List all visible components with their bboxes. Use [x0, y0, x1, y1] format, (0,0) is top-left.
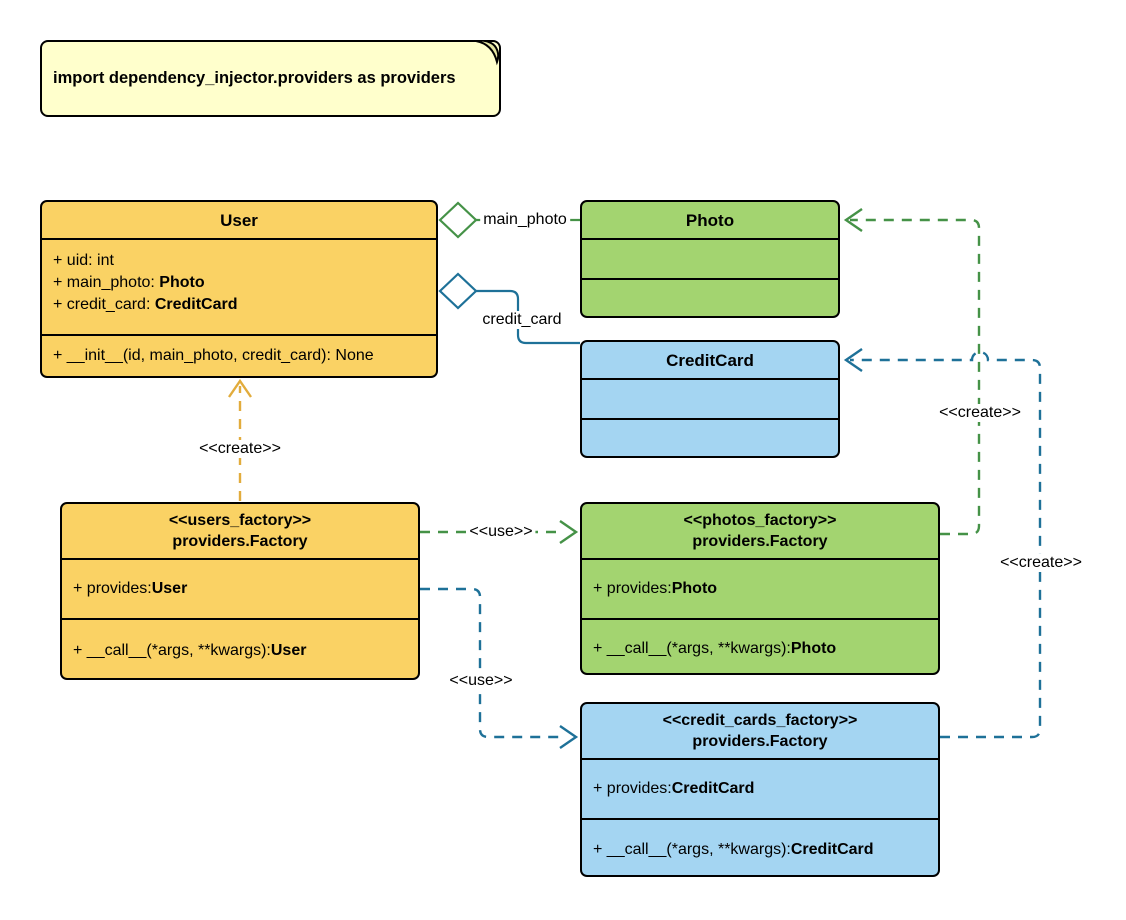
methods-compartment	[582, 420, 838, 456]
edge-label-create-user: <<create>>	[196, 440, 284, 458]
attribute-text: + provides:	[73, 580, 152, 597]
class-title: User	[42, 202, 436, 240]
method-text: + __init__(id, main_photo, credit_card):…	[53, 347, 374, 364]
methods-compartment: + __call__(*args, **kwargs): CreditCard	[582, 820, 938, 879]
attribute-type: User	[151, 580, 188, 597]
attribute-type: Photo	[671, 580, 718, 597]
attributes-compartment: + provides: Photo	[582, 560, 938, 620]
edge-label-create-credit-card: <<create>>	[997, 554, 1085, 572]
class-title-text: providers.Factory	[692, 733, 828, 750]
attributes-compartment: + provides: CreditCard	[582, 760, 938, 820]
edge-aggregation-credit-card	[438, 272, 580, 345]
class-stereotype: <<credit_cards_factory>>	[662, 712, 858, 729]
attribute-text: + main_photo:	[53, 274, 160, 291]
attribute-type: CreditCard	[154, 296, 238, 313]
attribute: + uid: int	[42, 250, 436, 272]
attribute-text: + credit_card:	[53, 296, 155, 313]
edge-use-credit-cards-factory	[420, 587, 579, 749]
edge-label-credit-card: credit_card	[479, 311, 565, 329]
methods-compartment: + __call__(*args, **kwargs): User	[62, 620, 418, 682]
class-title: <<credit_cards_factory>> providers.Facto…	[582, 704, 938, 760]
attribute-text: + uid: int	[53, 252, 114, 269]
attribute-type: CreditCard	[671, 780, 755, 797]
aggregation-diamond-icon	[438, 201, 478, 239]
attributes-compartment	[582, 380, 838, 420]
open-arrowhead-icon	[843, 348, 863, 372]
note: import dependency_injector.providers as …	[40, 40, 501, 117]
class-title: <<photos_factory>> providers.Factory	[582, 504, 938, 560]
class-title: Photo	[582, 202, 838, 240]
open-arrowhead-icon	[559, 725, 579, 749]
methods-compartment: + __call__(*args, **kwargs): Photo	[582, 620, 938, 677]
method-type: User	[270, 642, 307, 659]
class-photo: Photo	[580, 200, 840, 318]
attribute-text: + provides:	[593, 780, 672, 797]
class-stereotype: <<users_factory>>	[168, 512, 312, 529]
class-users-factory: <<users_factory>> providers.Factory + pr…	[60, 502, 420, 680]
class-credit-cards-factory: <<credit_cards_factory>> providers.Facto…	[580, 702, 940, 877]
class-photos-factory: <<photos_factory>> providers.Factory + p…	[580, 502, 940, 675]
method-text: + __call__(*args, **kwargs):	[73, 642, 271, 659]
class-credit-card: CreditCard	[580, 340, 840, 458]
attributes-compartment	[582, 240, 838, 280]
edge-create-photo	[843, 208, 981, 536]
attribute-text: + provides:	[593, 580, 672, 597]
edge-label-use-credit-cards: <<use>>	[446, 672, 516, 690]
class-title-text: providers.Factory	[692, 533, 828, 550]
method-text: + __call__(*args, **kwargs):	[593, 639, 791, 657]
attribute-type: Photo	[159, 274, 205, 291]
edge-label-create-photo: <<create>>	[936, 404, 1024, 422]
class-stereotype: <<photos_factory>>	[683, 512, 837, 529]
methods-compartment: + __init__(id, main_photo, credit_card):…	[42, 336, 436, 376]
attribute: + main_photo: Photo	[42, 272, 436, 294]
edge-label-use-photos: <<use>>	[466, 523, 536, 541]
method-type: CreditCard	[790, 840, 874, 858]
open-arrowhead-icon	[559, 520, 579, 544]
methods-compartment	[582, 280, 838, 316]
edge-label-main-photo: main_photo	[480, 211, 570, 229]
open-arrowhead-icon	[228, 378, 252, 398]
attributes-compartment: + provides: User	[62, 560, 418, 620]
note-fold-icon	[475, 40, 500, 66]
attribute: + credit_card: CreditCard	[42, 294, 436, 316]
note-text: import dependency_injector.providers as …	[53, 69, 456, 87]
class-title: <<users_factory>> providers.Factory	[62, 504, 418, 560]
class-user: User + uid: int + main_photo: Photo + cr…	[40, 200, 438, 378]
attributes-compartment: + uid: int + main_photo: Photo + credit_…	[42, 240, 436, 336]
method-text: + __call__(*args, **kwargs):	[593, 840, 791, 858]
aggregation-diamond-icon	[438, 272, 478, 310]
open-arrowhead-icon	[843, 208, 863, 232]
class-title: CreditCard	[582, 342, 838, 380]
class-title-text: providers.Factory	[172, 533, 308, 550]
method-type: Photo	[790, 639, 837, 657]
